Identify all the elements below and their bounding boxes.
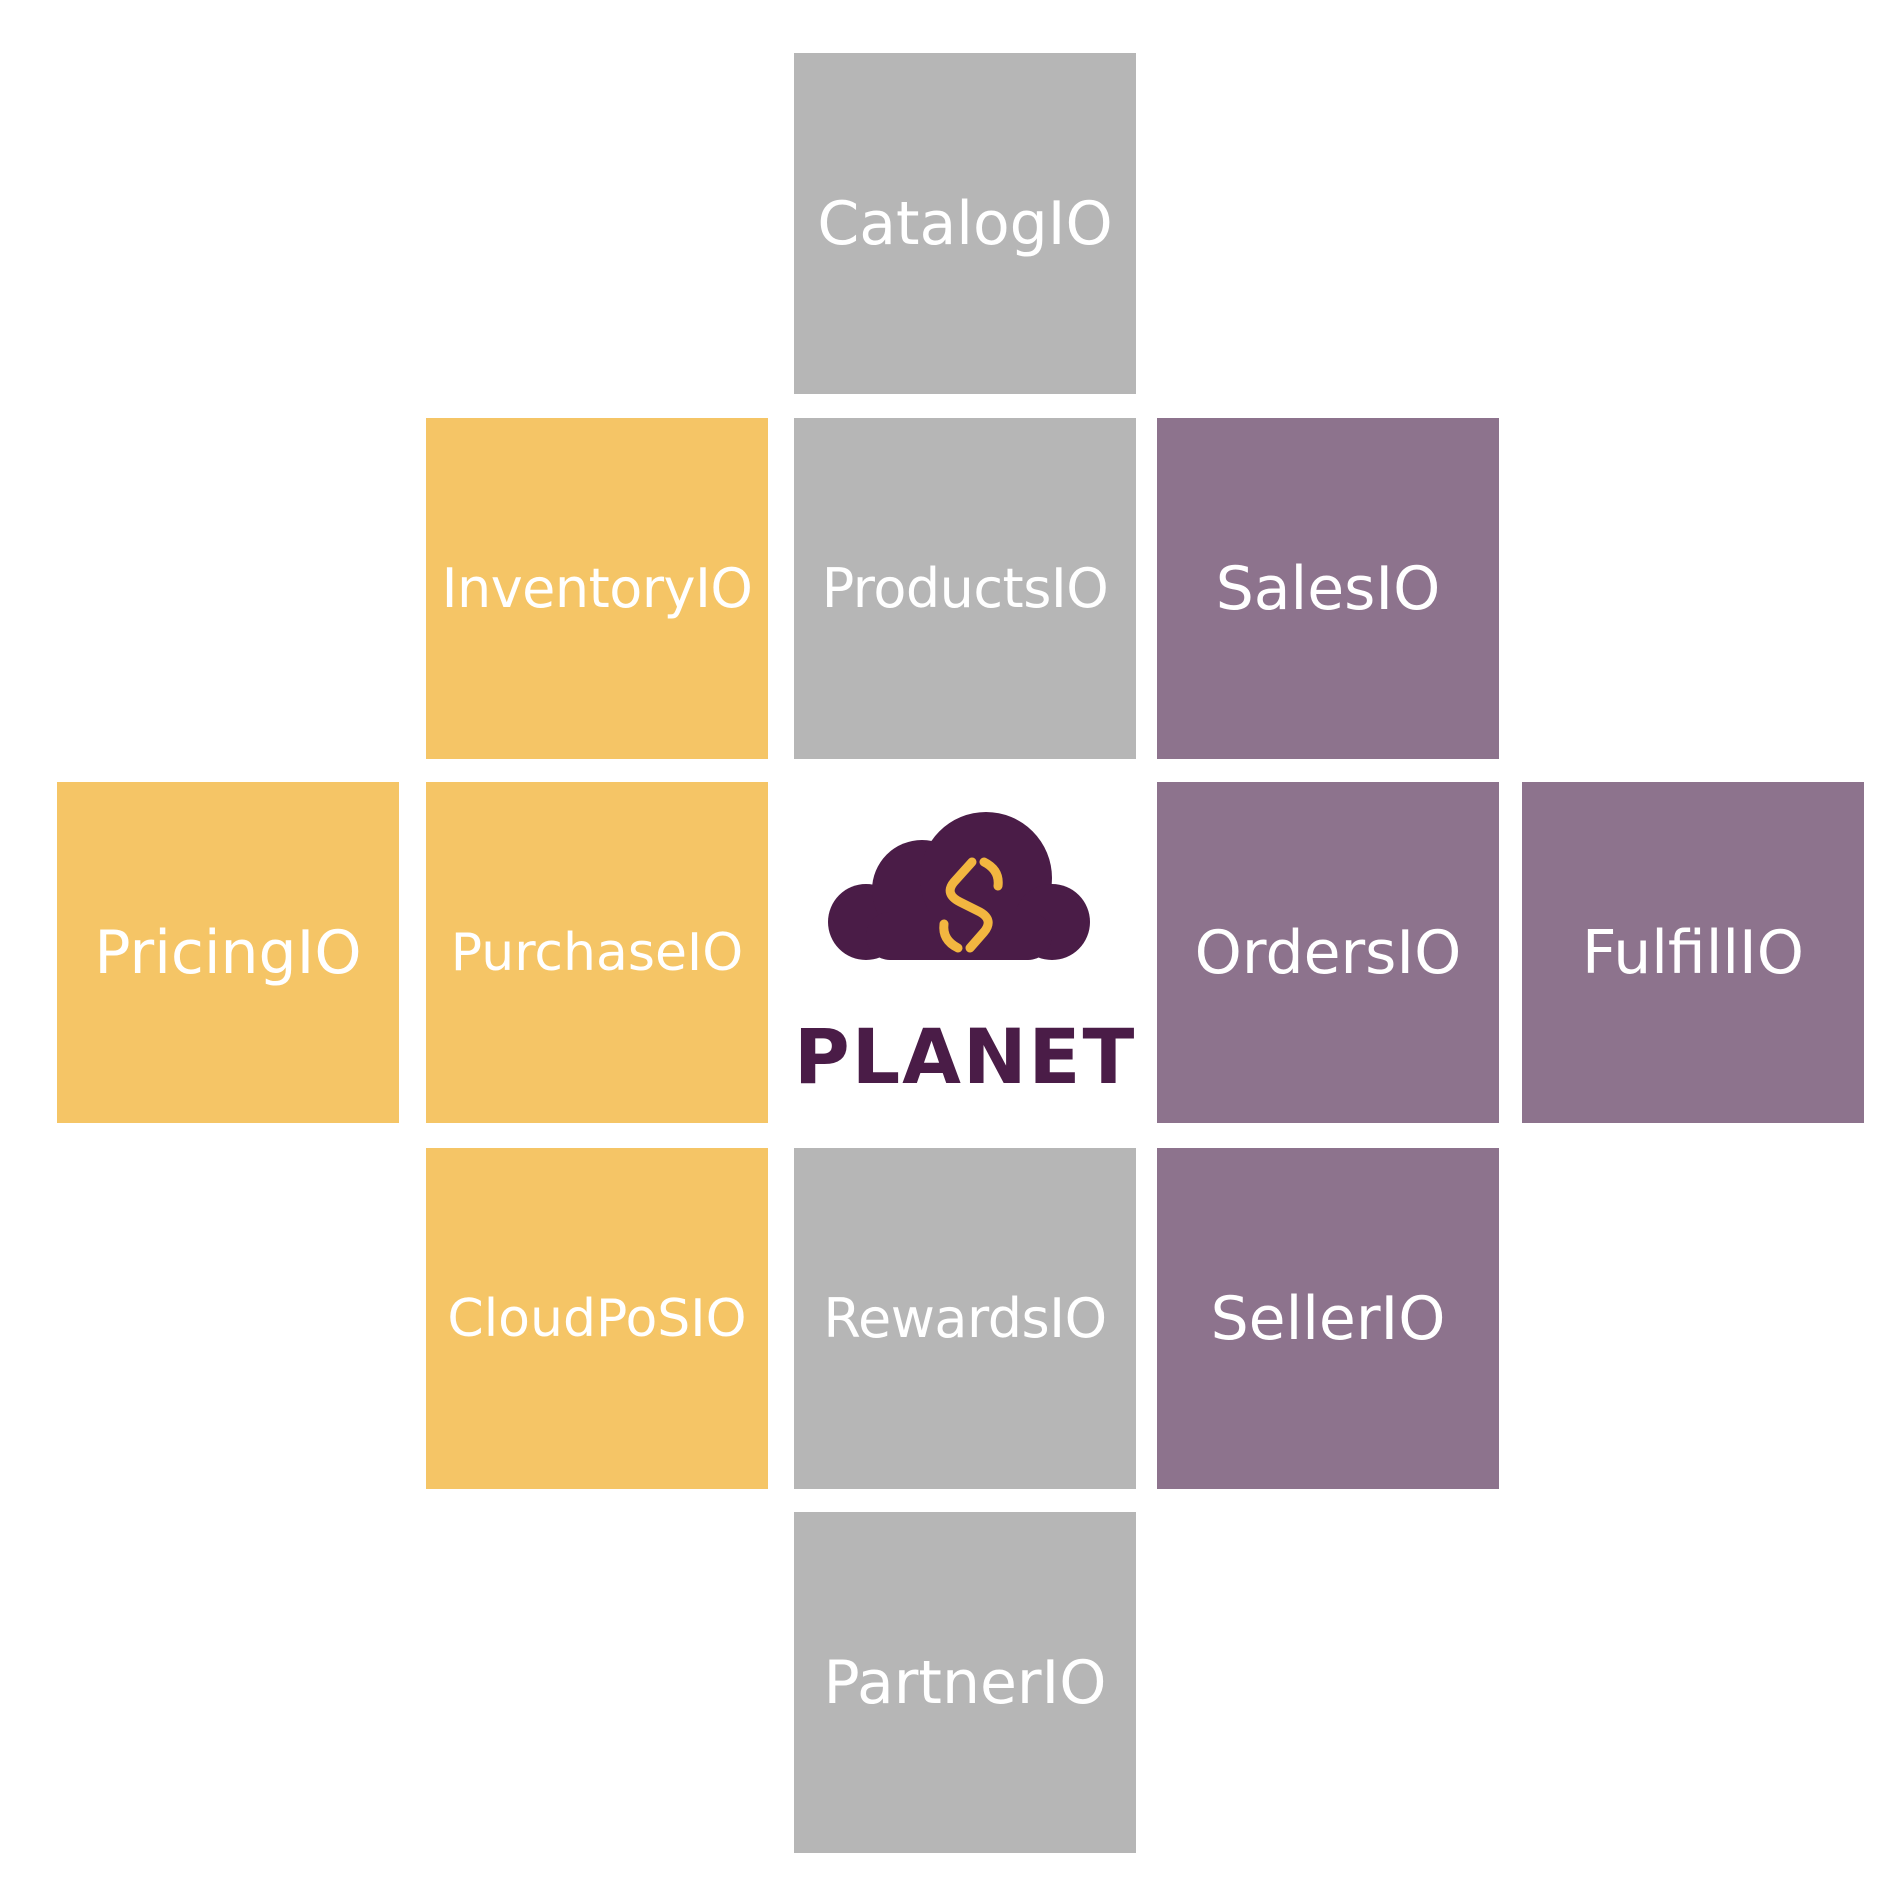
tile-productsio[interactable]: ProductsIO [794,418,1136,759]
tile-label: RewardsIO [823,1287,1107,1350]
tile-label: PricingIO [94,917,362,988]
tile-label: CloudPoSIO [447,1288,747,1349]
tile-salesio[interactable]: SalesIO [1157,418,1499,759]
tile-rewardsio[interactable]: RewardsIO [794,1148,1136,1489]
tile-cloudposio[interactable]: CloudPoSIO [426,1148,768,1489]
tile-catalogio[interactable]: CatalogIO [794,53,1136,394]
tile-label: ProductsIO [821,557,1109,620]
tile-label: CatalogIO [817,188,1113,259]
tile-label: PartnerIO [823,1647,1107,1718]
tile-partnerio[interactable]: PartnerIO [794,1512,1136,1853]
planet-logo: PLANET [794,782,1136,1123]
tile-ordersio[interactable]: OrdersIO [1157,782,1499,1123]
tile-label: FulfillIO [1582,917,1804,988]
tile-label: SalesIO [1215,553,1441,624]
cloud-s-icon [828,812,1090,960]
tile-label: InventoryIO [441,557,753,620]
tile-label: OrdersIO [1194,917,1462,988]
tile-sellerio[interactable]: SellerIO [1157,1148,1499,1489]
tile-fulfillio[interactable]: FulfillIO [1522,782,1864,1123]
tile-purchaseio[interactable]: PurchaseIO [426,782,768,1123]
tile-pricingio[interactable]: PricingIO [57,782,399,1123]
brand-name: PLANET [794,1012,1137,1101]
tile-label: PurchaseIO [450,922,744,983]
tile-label: SellerIO [1210,1283,1446,1354]
tile-inventoryio[interactable]: InventoryIO [426,418,768,759]
